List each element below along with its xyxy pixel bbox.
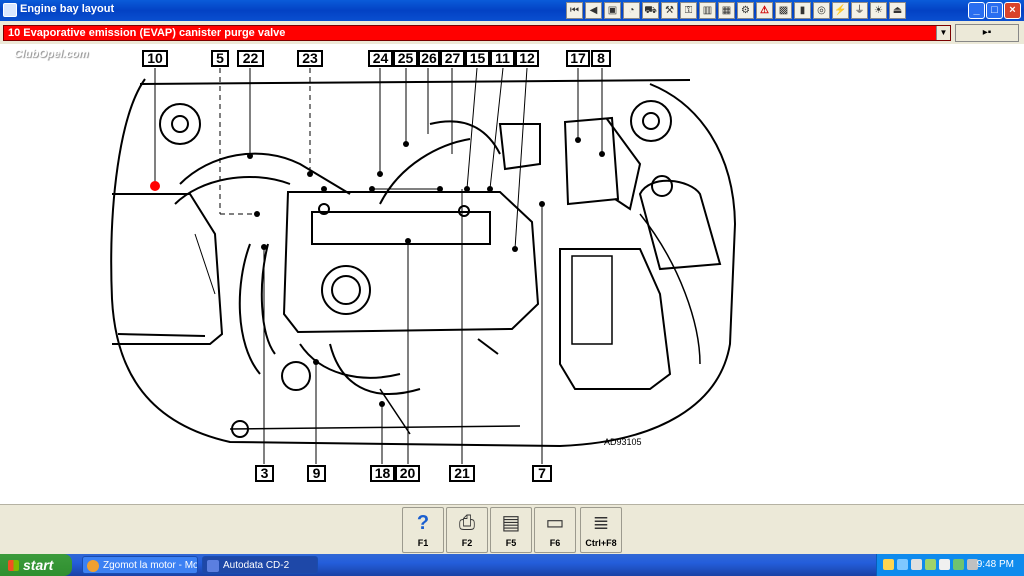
tray-icon[interactable] (967, 559, 978, 570)
diagram-reference: AD93105 (604, 437, 642, 447)
callout-label[interactable]: 17 (566, 50, 590, 67)
tray-icon[interactable] (897, 559, 908, 570)
print-setup-icon: ⎙ (459, 512, 475, 534)
callout-label[interactable]: 12 (515, 50, 539, 67)
plug-icon[interactable]: ⏚ (851, 2, 868, 19)
minimize-button[interactable]: _ (968, 2, 985, 19)
export-button[interactable]: ▸▪ (955, 24, 1019, 42)
autodata-icon (207, 560, 219, 572)
windows-flag-icon (8, 560, 19, 571)
callout-label[interactable]: 3 (255, 465, 274, 482)
browser-icon (87, 560, 99, 572)
image-icon[interactable]: ▣ (604, 2, 621, 19)
chevron-down-icon[interactable]: ▼ (936, 26, 950, 40)
gear-icon[interactable]: ⚙ (737, 2, 754, 19)
callout-label[interactable]: 9 (307, 465, 326, 482)
tray-icon[interactable] (925, 559, 936, 570)
fkey-ctrl-f8[interactable]: ≣ Ctrl+F8 (580, 507, 622, 553)
start-button[interactable]: start (0, 554, 72, 576)
callout-label[interactable]: 24 (368, 50, 393, 67)
prev-icon[interactable]: ◀ (585, 2, 602, 19)
first-icon[interactable]: ⏮ (566, 2, 583, 19)
window-title: Engine bay layout (20, 3, 115, 15)
wrench-icon[interactable]: ⚒ (661, 2, 678, 19)
fkey-f1[interactable]: ? F1 (402, 507, 444, 553)
taskbar: start Zgomot la motor - Mo... Autodata C… (0, 554, 1024, 576)
start-label: start (23, 557, 54, 573)
key-icon[interactable]: ⚿ (680, 2, 697, 19)
callout-label[interactable]: 15 (465, 50, 490, 67)
callout-label[interactable]: 18 (370, 465, 395, 482)
fkey-label: F6 (549, 538, 561, 548)
page-icon: ▤ (501, 512, 521, 534)
fkey-f5[interactable]: ▤ F5 (490, 507, 532, 553)
taskbar-item-browser[interactable]: Zgomot la motor - Mo... (82, 556, 198, 574)
fkey-label: Ctrl+F8 (585, 538, 617, 548)
engine-bay-diagram: ClubOpel.com 10 5 22 23 24 25 26 27 15 1… (0, 44, 1024, 504)
chart-icon[interactable]: ▦ (718, 2, 735, 19)
callout-label[interactable]: 22 (237, 50, 264, 67)
car-icon[interactable]: ⛟ (642, 2, 659, 19)
fkey-label: F1 (417, 538, 429, 548)
title-bar: Engine bay layout ⏮◀▣◔⛟⚒⚿▥▦⚙⚠▩▮◎⚡⏚☀⏏ _ □… (0, 0, 1024, 21)
battery-icon[interactable]: ▮ (794, 2, 811, 19)
warning-icon[interactable]: ⚠ (756, 2, 773, 19)
callout-label[interactable]: 26 (418, 50, 440, 67)
maximize-button[interactable]: □ (986, 2, 1003, 19)
watermark: ClubOpel.com (14, 48, 89, 60)
engine-icon[interactable]: ▩ (775, 2, 792, 19)
help-icon: ? (416, 512, 430, 534)
exit-icon[interactable]: ⏏ (889, 2, 906, 19)
taskbar-item-label: Zgomot la motor - Mo... (103, 560, 198, 571)
callout-label[interactable]: 27 (440, 50, 465, 67)
app-icon (3, 3, 17, 17)
engine-drawing (110, 67, 737, 464)
book-icon[interactable]: ▥ (699, 2, 716, 19)
export-icon: ▸▪ (982, 27, 992, 38)
system-tray: 9:48 PM (876, 554, 1024, 576)
printer-icon: ▭ (545, 512, 565, 534)
taskbar-item-autodata[interactable]: Autodata CD-2 (202, 556, 318, 574)
toolbar: ⏮◀▣◔⛟⚒⚿▥▦⚙⚠▩▮◎⚡⏚☀⏏ (566, 2, 906, 19)
callout-label[interactable]: 8 (591, 50, 611, 67)
fkey-f6[interactable]: ▭ F6 (534, 507, 576, 553)
taskbar-item-label: Autodata CD-2 (223, 560, 290, 571)
callout-label[interactable]: 10 (142, 50, 168, 67)
clock: 9:48 PM (976, 559, 1014, 570)
highlighted-component-marker[interactable] (150, 181, 160, 191)
callout-label[interactable]: 25 (393, 50, 418, 67)
gauge-icon[interactable]: ◔ (623, 2, 640, 19)
callout-label[interactable]: 20 (395, 465, 420, 482)
close-button[interactable]: × (1004, 2, 1021, 19)
spark-icon[interactable]: ⚡ (832, 2, 849, 19)
fkey-label: F5 (505, 538, 517, 548)
fkey-f2[interactable]: ⎙ F2 (446, 507, 488, 553)
fkey-label: F2 (461, 538, 473, 548)
callout-label[interactable]: 5 (211, 50, 229, 67)
tray-icon[interactable] (911, 559, 922, 570)
tray-icon[interactable] (883, 559, 894, 570)
callout-label[interactable]: 23 (297, 50, 323, 67)
light-icon[interactable]: ☀ (870, 2, 887, 19)
belt-icon[interactable]: ◎ (813, 2, 830, 19)
function-key-bar: ? F1 ⎙ F2 ▤ F5 ▭ F6 ≣ Ctrl+F8 (0, 504, 1024, 554)
component-select[interactable]: 10 Evaporative emission (EVAP) canister … (3, 25, 951, 41)
callout-label[interactable]: 21 (449, 465, 475, 482)
list-icon: ≣ (592, 512, 610, 534)
callout-label[interactable]: 11 (490, 50, 515, 67)
selected-component: 10 Evaporative emission (EVAP) canister … (8, 27, 286, 39)
volume-icon[interactable] (939, 559, 950, 570)
tray-icon[interactable] (953, 559, 964, 570)
callout-label[interactable]: 7 (532, 465, 552, 482)
